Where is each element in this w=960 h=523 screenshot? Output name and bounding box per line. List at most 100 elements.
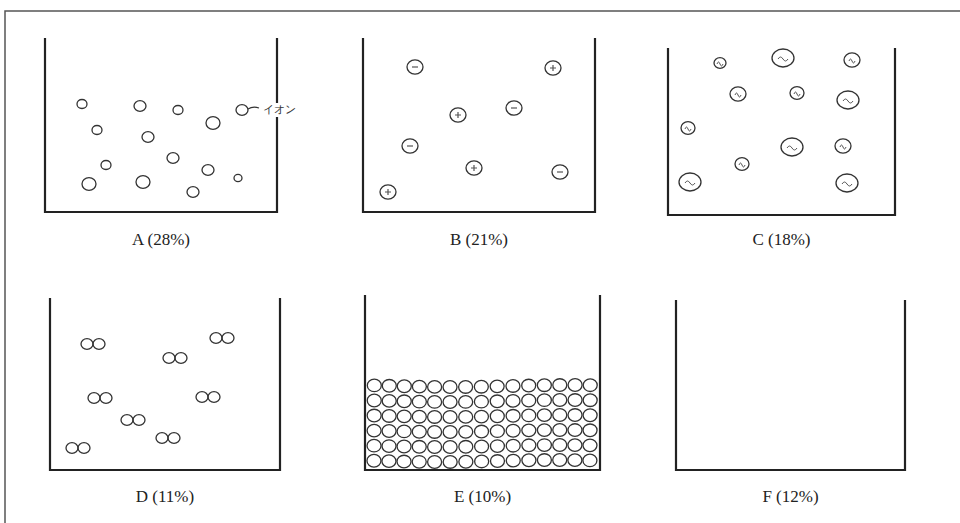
ion-circle [407,60,423,74]
ion-circle [474,410,488,423]
ion-circle [382,410,396,423]
beaker-outline [45,38,277,212]
ion-circle [490,455,504,468]
ion-circle [459,396,473,409]
beaker-label: C (18%) [752,230,810,250]
packed-e [367,379,597,469]
ion-mark [685,127,691,131]
ion-circle [583,394,597,407]
ion-circle [202,165,214,176]
ion-circle [583,439,597,452]
ion-circle [428,396,442,409]
ion-circle [506,410,520,423]
ion-circle [397,380,411,393]
ion-circle [714,58,726,69]
ion-circle [136,176,150,189]
ion-circle [475,455,489,468]
ion-circle [837,91,859,109]
ion-circle [412,380,426,393]
leader-line [248,107,259,109]
ion-mark [849,59,855,63]
ion-circle [397,440,411,453]
ion-circle [466,161,482,175]
ion-circle [583,379,597,392]
charge-sign [550,65,556,71]
ion-circle [522,379,536,392]
beaker-wall [50,298,280,470]
ion-circle [92,126,102,135]
ion-circle [490,380,504,393]
ion-circle [553,409,567,422]
ion-circle [545,61,561,75]
charge-sign [511,107,517,108]
ion-circle [367,439,381,452]
ion-circle [583,409,597,422]
ion-circle [459,441,473,454]
ion-circle [412,410,426,423]
ion-circle [583,454,597,467]
ion-circle [121,415,133,426]
ion-circle [196,392,208,403]
ion-circle [537,424,551,437]
charge-signs [385,65,563,195]
ion-circle [167,153,179,164]
ion-circle [522,409,536,422]
ion-circle [208,392,220,403]
ion-circle [443,411,457,424]
ion-circle [679,173,701,191]
ion-circle [134,101,146,112]
ion-circle [568,439,582,452]
beaker-outline [363,38,595,212]
ion-circle [77,100,87,109]
beaker-outline [668,48,895,215]
ion-circle [568,394,582,407]
ion-mark [843,99,853,103]
ion-circle [568,379,582,392]
ions-c [679,49,860,192]
ion-circle [142,132,154,143]
ion-circle [537,409,551,422]
ion-circle [450,108,466,122]
beaker: B (21%) [363,38,595,252]
beaker-outline [50,298,280,470]
ion-mark [840,145,846,149]
ion-circle [428,381,442,394]
ion-circle [382,395,396,408]
ion-circle [568,409,582,422]
ion-circle [173,106,183,115]
ion-mark [794,92,800,96]
ion-circle [537,394,551,407]
ion-circle [459,381,473,394]
ion-circle [163,353,175,364]
beaker: C (18%) [668,48,895,252]
ion-circle [382,455,396,468]
ion-circle [475,425,489,438]
ion-circle [459,411,473,424]
charge-sign [557,171,563,172]
ion-circle [88,393,100,404]
ion-circle [553,379,567,392]
ion-circle [367,394,381,407]
beaker-wall [45,38,277,212]
ion-circle [236,105,248,116]
beaker-wall [365,295,600,470]
beaker-outline [676,300,905,470]
ion-circle [367,454,381,467]
ion-circle [402,139,418,153]
ion-circle [475,440,489,453]
ion-circle [459,455,473,468]
ion-circle [382,425,396,438]
ion-circle [382,440,396,453]
ion-circle [537,379,551,392]
beaker-wall [676,300,905,470]
beaker-label: F (12%) [762,487,818,507]
ion-circle [397,410,411,423]
ion-circle [81,339,93,350]
beaker-label: D (11%) [136,487,194,507]
beaker-wall [363,38,595,212]
ion-mark [735,93,741,97]
charge-sign [407,145,413,146]
ions-a [77,100,248,198]
ion-circle [552,165,568,179]
ion-circle [367,379,381,392]
